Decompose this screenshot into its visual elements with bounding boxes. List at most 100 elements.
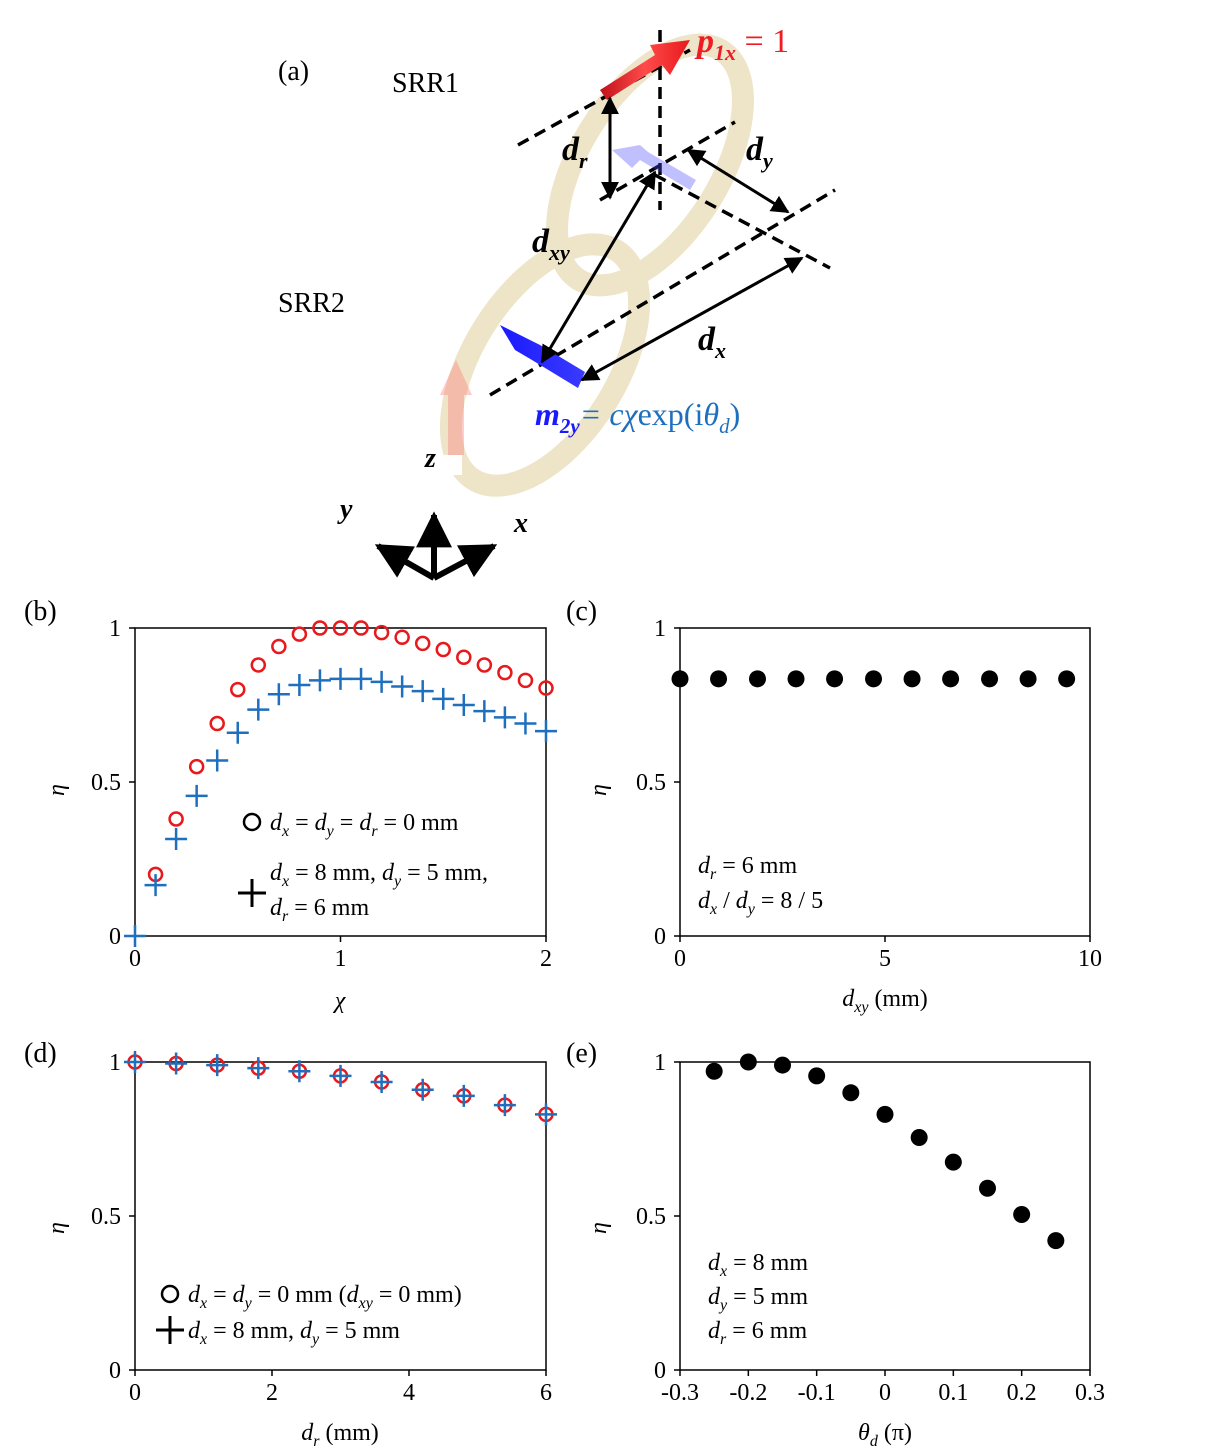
x-tick-label: -0.2 (729, 1380, 767, 1406)
m2y-equation: m2y= cχexp(iθd) (535, 396, 740, 438)
x-tick-label: -0.1 (798, 1380, 836, 1406)
data-point-circle (312, 620, 328, 636)
p1x-arrow (600, 40, 690, 100)
panel-b-label: (b) (24, 596, 57, 627)
data-point-dot (808, 1067, 826, 1085)
panel-a-diagram: (a) SRR1 SRR2 (278, 23, 836, 581)
data-point-dot (981, 670, 999, 688)
data-point-dot (1058, 670, 1076, 688)
y-tick-label: 0.5 (636, 770, 666, 796)
data-point-circle (188, 758, 205, 775)
data-point-plus (247, 1057, 270, 1080)
y-tick-label: 0 (654, 924, 666, 950)
data-point-circle (291, 626, 308, 642)
data-point-plus (411, 680, 434, 703)
legend-d-entry-1: dx = dy = 0 mm (dxy = 0 mm) (188, 1282, 462, 1312)
data-point-plus (124, 925, 146, 947)
data-point-dot (842, 1084, 860, 1102)
data-point-plus (535, 720, 557, 743)
data-point-plus (329, 1064, 352, 1087)
y-tick-label: 0 (654, 1358, 666, 1384)
data-point-plus (247, 698, 270, 721)
data-point-dot (705, 1062, 723, 1080)
data-point-dot (944, 1153, 962, 1171)
x-tick-label: 2 (540, 946, 552, 972)
data-point-circle (456, 649, 472, 666)
data-point-circle (476, 657, 493, 673)
plot-d-xlabel: dr (mm) (301, 1420, 379, 1448)
legend-d-entry-2: dx = 8 mm, dy = 5 mm (188, 1318, 400, 1348)
data-point-dot (826, 670, 844, 688)
data-point-dot (1013, 1205, 1031, 1223)
plot-d-ylabel: η (44, 1222, 70, 1234)
svg-text:dx = 8 mm: dx = 8 mm (708, 1250, 808, 1280)
plot-c-ylabel: η (586, 784, 612, 796)
data-point-plus (514, 712, 537, 735)
data-point-plus (206, 749, 229, 772)
dr-label: dr (562, 131, 588, 173)
plot-e-xlabel: θd (π) (858, 1420, 912, 1448)
plot-b-legend: dx = dy = dr = 0 mm dx = 8 mm, dy = 5 mm… (238, 810, 488, 925)
x-tick-label: 0 (129, 1380, 141, 1406)
svg-text:dx / dy = 8 / 5: dx / dy = 8 / 5 (698, 888, 823, 918)
x-tick-label: 0.3 (1075, 1380, 1105, 1406)
axis-x-label: x (513, 508, 528, 539)
data-point-dot (942, 670, 960, 688)
coordinate-axes (374, 511, 498, 581)
data-point-dot (1019, 670, 1037, 688)
data-point-dot (903, 670, 921, 688)
data-point-plus (370, 1071, 393, 1094)
axis-z-label: z (424, 443, 436, 474)
data-point-dot (865, 670, 883, 688)
y-tick-label: 0 (109, 1358, 121, 1384)
plot-b-xlabel: χ (333, 988, 347, 1014)
x-tick-label: 0 (129, 946, 141, 972)
panel-c-label: (c) (566, 596, 597, 627)
data-point-plus (288, 673, 311, 696)
panel-d-label: (d) (24, 1038, 57, 1069)
data-point-plus (267, 683, 290, 706)
panel-e-label: (e) (566, 1038, 597, 1069)
svg-text:dy = 5 mm: dy = 5 mm (708, 1284, 808, 1314)
data-point-plus (432, 687, 455, 710)
data-point-plus (535, 1103, 557, 1126)
data-point-dot (774, 1056, 791, 1074)
data-point-plus (165, 1052, 188, 1075)
data-point-plus (308, 669, 331, 692)
data-point-circle (517, 672, 534, 689)
plot-b-ylabel: η (44, 784, 70, 796)
data-point-circle (373, 624, 390, 641)
data-point-dot (1047, 1232, 1065, 1250)
data-point-circle (414, 635, 431, 652)
data-point-plus (329, 667, 352, 690)
x-tick-label: 0.1 (938, 1380, 968, 1406)
data-point-plus (370, 670, 393, 693)
data-point-plus (206, 1054, 229, 1077)
x-tick-label: 0 (879, 1380, 891, 1406)
x-tick-label: 1 (335, 946, 347, 972)
data-point-circle (168, 811, 184, 827)
data-point-dot (910, 1128, 928, 1146)
data-point-circle (250, 657, 267, 673)
data-point-plus (226, 721, 249, 744)
data-point-plus (452, 694, 475, 716)
y-tick-label: 1 (654, 1050, 666, 1076)
data-point-plus (493, 706, 516, 729)
svg-text:dr = 6 mm: dr = 6 mm (698, 853, 797, 883)
data-point-plus (144, 874, 167, 897)
data-point-plus (473, 700, 496, 723)
p1x-equation: p1x = 1 (694, 23, 789, 65)
data-point-plus (124, 1051, 146, 1073)
data-point-circle (538, 680, 554, 696)
plot-d-legend: dx = dy = 0 mm (dxy = 0 mm) dx = 8 mm, d… (156, 1282, 462, 1348)
data-point-plus (288, 1060, 311, 1083)
legend-b-entry-2-line2: dr = 6 mm (270, 895, 369, 925)
legend-plus-marker (156, 1316, 184, 1344)
srr1-label: SRR1 (392, 68, 459, 99)
data-point-plus (411, 1078, 434, 1101)
x-tick-label: 10 (1078, 946, 1102, 972)
